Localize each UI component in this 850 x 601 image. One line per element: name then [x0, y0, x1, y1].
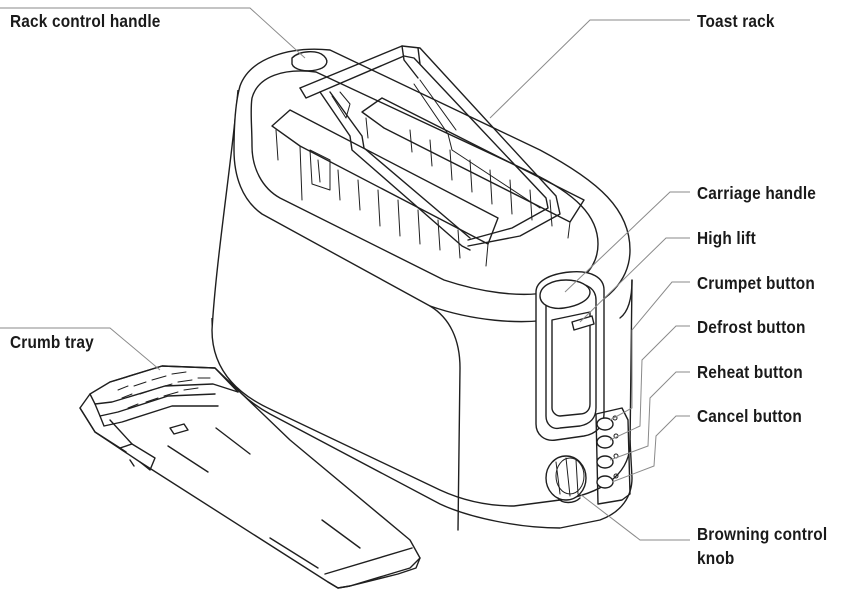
reheat-button-shape — [596, 453, 619, 469]
label-browning-control-knob-line1: Browning control — [697, 524, 828, 544]
defrost-button-shape — [596, 433, 619, 449]
label-toast-rack: Toast rack — [697, 11, 775, 31]
label-carriage-handle: Carriage handle — [697, 183, 817, 203]
crumpet-button-shape — [596, 415, 618, 431]
leader-lines — [0, 7, 690, 541]
label-reheat-button: Reheat button — [697, 362, 803, 382]
label-rack-control-handle: Rack control handle — [10, 11, 161, 31]
label-crumpet-button: Crumpet button — [697, 273, 815, 293]
label-browning-control-knob-line2: knob — [697, 548, 735, 568]
toaster-body — [211, 48, 633, 531]
crumb-tray — [79, 365, 421, 589]
label-crumb-tray: Crumb tray — [10, 332, 94, 352]
label-cancel-button: Cancel button — [697, 406, 802, 426]
label-defrost-button: Defrost button — [697, 317, 806, 337]
toast-slots — [271, 45, 585, 267]
button-panel — [545, 407, 631, 505]
label-high-lift: High lift — [697, 228, 756, 248]
carriage-handle-assembly — [535, 271, 605, 441]
browning-control-knob-shape — [545, 455, 587, 504]
